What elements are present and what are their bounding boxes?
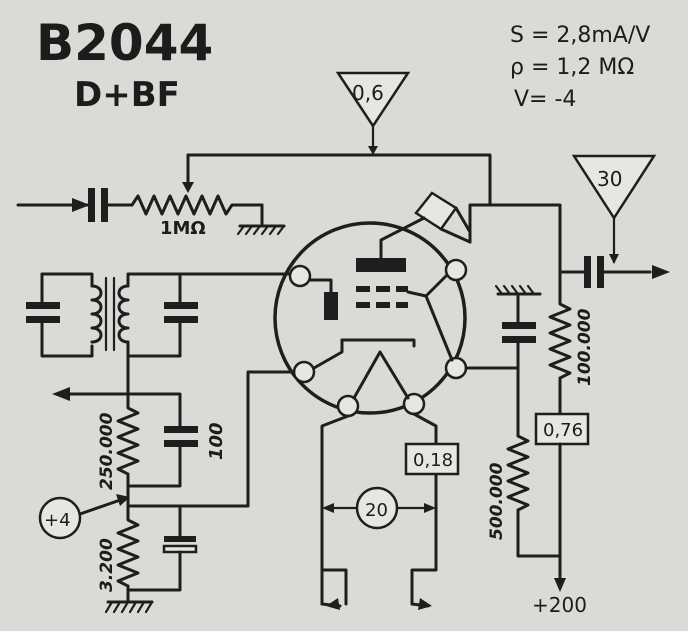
current-box-heater — [404, 442, 460, 476]
resistor-100k — [548, 294, 572, 416]
wire-screen-bus — [186, 153, 492, 207]
wire-tank2-top — [126, 272, 182, 304]
wire-tank2-bottom — [126, 321, 182, 358]
voltage-value-plus4: +4 — [44, 510, 71, 531]
wire-plate-to-load — [468, 203, 562, 298]
heater-dim-arrow-right — [424, 503, 436, 513]
heater-lead-left — [320, 602, 342, 608]
output-arrow — [652, 265, 670, 279]
tube-heater-filament — [352, 350, 410, 400]
resistor-500k-label: 500.000 — [487, 462, 507, 540]
tube-envelope — [273, 221, 467, 415]
tank2-inductor — [117, 284, 130, 344]
input-capacitor — [88, 188, 108, 222]
resistor-3200 — [116, 504, 140, 602]
voltage-value-heater: 20 — [365, 500, 388, 521]
wire-cathode-cap-bottom — [126, 550, 182, 592]
voltage-marker-triangle-output — [571, 154, 657, 264]
resistor-250k — [116, 392, 140, 488]
voltage-circle-heater — [355, 486, 399, 530]
supply-voltage-label: +200 — [532, 593, 587, 617]
wire-plate-to-cap — [379, 216, 426, 260]
tube-control-grid — [324, 292, 338, 320]
resistor-100k-label: 100.000 — [575, 308, 595, 386]
capacitor-100-top — [164, 426, 198, 433]
tube-pin-screen — [444, 356, 468, 380]
screen-capacitor-top — [502, 322, 536, 329]
wire-cathode-cap-top — [126, 504, 182, 538]
coupling-capacitor-right — [597, 256, 604, 288]
spec-plate-resistance: ρ = 1,2 MΩ — [510, 55, 634, 80]
resistor-500k — [506, 428, 562, 558]
capacitor-100-bottom — [164, 440, 198, 447]
ground-symbol-input — [236, 203, 286, 236]
pot-value-label: 1MΩ — [160, 218, 206, 239]
wire-diode-b — [424, 294, 454, 362]
current-value-heater: 0,18 — [413, 450, 453, 471]
tube-cathode-electrode — [340, 338, 416, 348]
tube-pin-plate — [444, 258, 468, 282]
tank1-inductor — [90, 284, 103, 344]
screen-capacitor-bottom — [502, 336, 536, 343]
wire-c100-bottom — [126, 445, 182, 488]
tank2-capacitor-bottom — [164, 316, 198, 323]
heater-dim-arrow-left — [322, 503, 334, 513]
wire-heater-left — [320, 414, 350, 606]
voltage-circle-plus4 — [38, 496, 82, 540]
spec-transconductance: S = 2,8mA/V — [510, 23, 650, 48]
tube-function-subtitle: D+BF — [74, 75, 180, 115]
wire-diode-a — [406, 274, 448, 298]
wire-tank1-top — [40, 272, 94, 288]
voltage-value-top: 0,6 — [352, 81, 384, 105]
supply-arrow — [554, 578, 566, 592]
ground-symbol-cathode — [104, 600, 154, 614]
input-potentiometer — [130, 194, 264, 216]
avc-output-arrow — [52, 387, 70, 401]
input-arrow — [16, 198, 90, 212]
cathode-capacitor-top — [164, 536, 196, 542]
tube-type-title: B2044 — [36, 14, 213, 72]
voltage-value-plate: 0,76 — [543, 420, 583, 441]
wire-grid-pin — [308, 278, 333, 294]
tank1-capacitor-top — [26, 302, 60, 309]
wire-heater-left-lower — [320, 568, 348, 606]
wire-heater-right-lower — [410, 476, 438, 606]
ground-symbol-screen — [494, 284, 542, 296]
resistor-3200-label: 3.200 — [97, 538, 117, 592]
wire-cathode-feed — [126, 370, 296, 508]
voltage-box-plate — [534, 412, 590, 446]
voltage-marker-triangle-top — [335, 71, 411, 157]
wire-cathode-pin — [312, 338, 344, 370]
wire-c100-top — [126, 392, 182, 428]
tube-plate-electrode — [356, 258, 406, 272]
tank2-capacitor-top — [164, 302, 198, 309]
coupling-capacitor-left — [584, 256, 591, 288]
voltage-value-output: 30 — [597, 167, 622, 191]
tube-pin-grid — [288, 264, 312, 288]
resistor-250k-label: 250.000 — [97, 412, 117, 490]
pot-wiper-arrow — [182, 182, 194, 193]
heater-lead-right — [410, 602, 430, 608]
wire-tank1-bottom — [40, 321, 94, 358]
tube-pin-cathode — [292, 360, 316, 384]
capacitor-100-label: 100 — [206, 422, 227, 460]
tube-diode-plates — [356, 286, 408, 308]
tank1-capacitor-bottom — [26, 316, 60, 323]
spec-grid-bias: V= -4 — [514, 87, 576, 112]
